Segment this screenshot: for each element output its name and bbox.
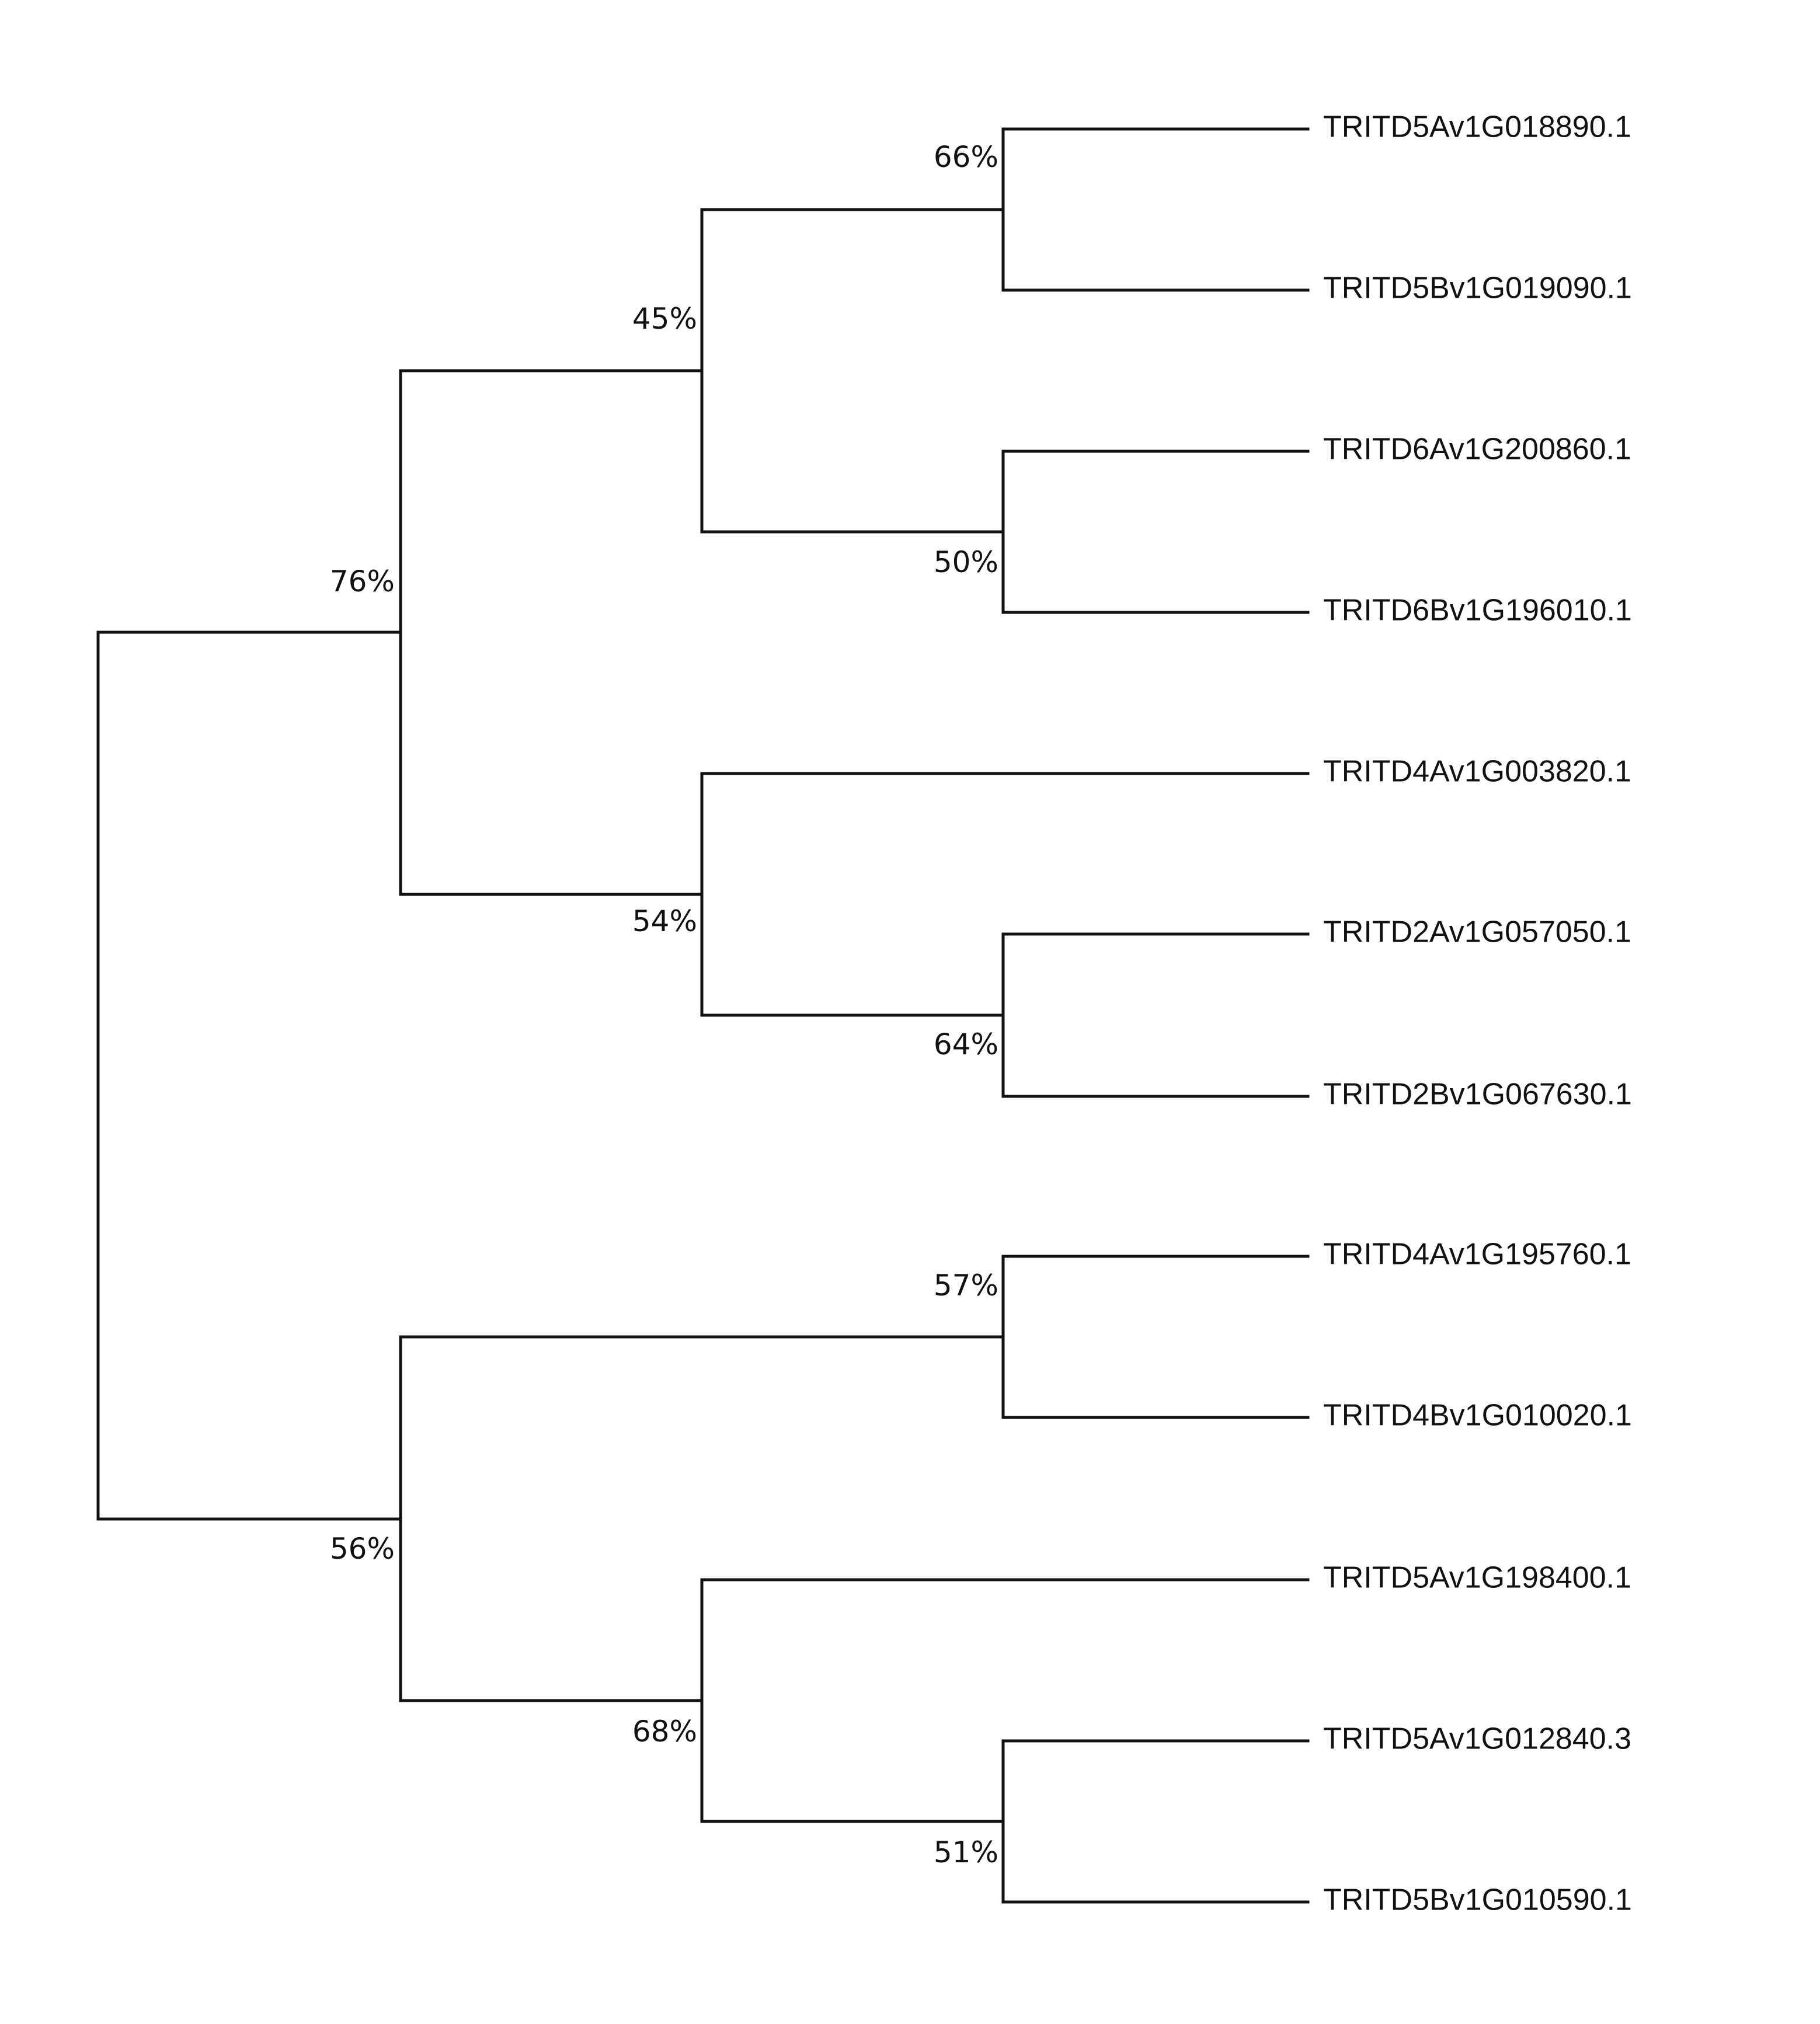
leaf-label: TRITD5Bv1G019090.1 xyxy=(1323,271,1632,305)
support-labels: 66% 50% 45% 64% 54% 76% 57% 51% 68% 56% xyxy=(330,140,998,1869)
leaf-label: TRITD4Bv1G010020.1 xyxy=(1323,1399,1632,1433)
support-label: 76% xyxy=(330,565,395,598)
leaf-labels: TRITD5Av1G018890.1 TRITD5Bv1G019090.1 TR… xyxy=(1323,110,1632,1917)
tree-branches xyxy=(96,127,1310,1904)
support-label: 45% xyxy=(632,302,697,336)
support-label: 68% xyxy=(632,1715,697,1748)
support-label: 66% xyxy=(934,140,998,174)
leaf-label: TRITD6Bv1G196010.1 xyxy=(1323,594,1632,628)
leaf-label: TRITD5Av1G012840.3 xyxy=(1323,1722,1631,1756)
leaf-label: TRITD5Av1G198400.1 xyxy=(1323,1561,1631,1595)
leaf-label: TRITD4Av1G003820.1 xyxy=(1323,755,1631,789)
leaf-label: TRITD6Av1G200860.1 xyxy=(1323,433,1631,466)
support-label: 64% xyxy=(934,1027,998,1061)
leaf-label: TRITD5Bv1G010590.1 xyxy=(1323,1883,1632,1917)
leaf-label: TRITD2Av1G057050.1 xyxy=(1323,915,1631,949)
support-label: 51% xyxy=(934,1835,998,1869)
root-branches xyxy=(96,630,402,1521)
support-label: 50% xyxy=(934,545,998,579)
support-label: 54% xyxy=(632,904,697,938)
leaf-label: TRITD2Bv1G067630.1 xyxy=(1323,1078,1632,1112)
leaf-label: TRITD5Av1G018890.1 xyxy=(1323,110,1631,144)
support-label: 56% xyxy=(330,1532,395,1566)
support-label: 57% xyxy=(934,1269,998,1302)
leaf-label: TRITD4Av1G195760.1 xyxy=(1323,1238,1631,1271)
